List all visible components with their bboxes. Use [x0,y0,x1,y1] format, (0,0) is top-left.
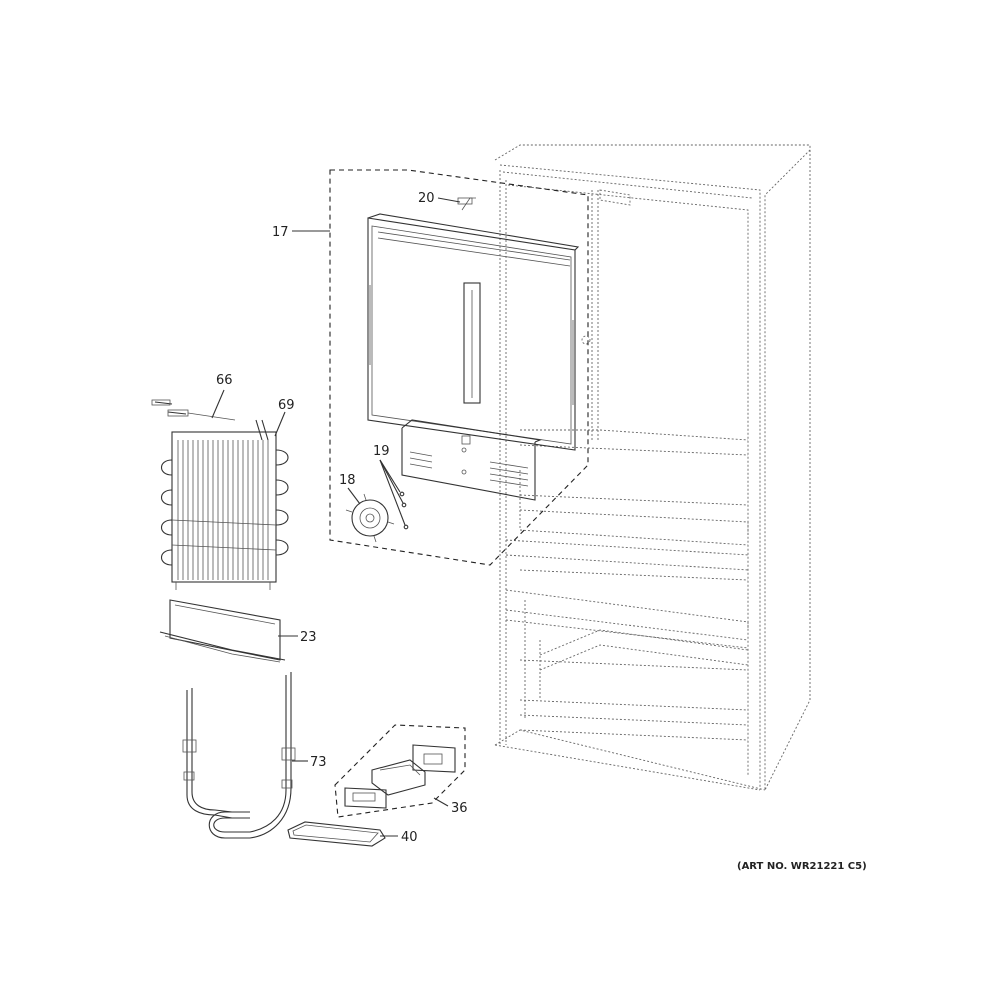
label-17: 17 [272,225,289,240]
label-18: 18 [339,473,356,488]
control-board-assembly [344,744,456,809]
label-20: 20 [418,191,435,206]
leader-lines [211,197,461,837]
assembly-36-boundary [334,724,466,818]
evaporator-coil [160,419,289,590]
sensor-66 [151,399,236,421]
label-69: 69 [278,398,295,413]
label-23: 23 [300,630,317,645]
screws-19 [399,491,409,530]
label-19: 19 [373,444,390,459]
art-number: (ART NO. WR21221 C5) [737,861,867,872]
label-40: 40 [401,830,418,845]
drain-pan [159,599,286,663]
cover-plate [287,821,386,847]
label-66: 66 [216,373,233,388]
fan-shroud-housing [401,419,543,501]
fan-motor [345,493,395,543]
assembly-17-boundary [329,169,589,566]
evaporator-cover-panel [367,197,580,451]
label-36: 36 [451,801,468,816]
defrost-heater [182,672,296,839]
cabinet-outline [494,144,811,791]
label-73: 73 [310,755,327,770]
